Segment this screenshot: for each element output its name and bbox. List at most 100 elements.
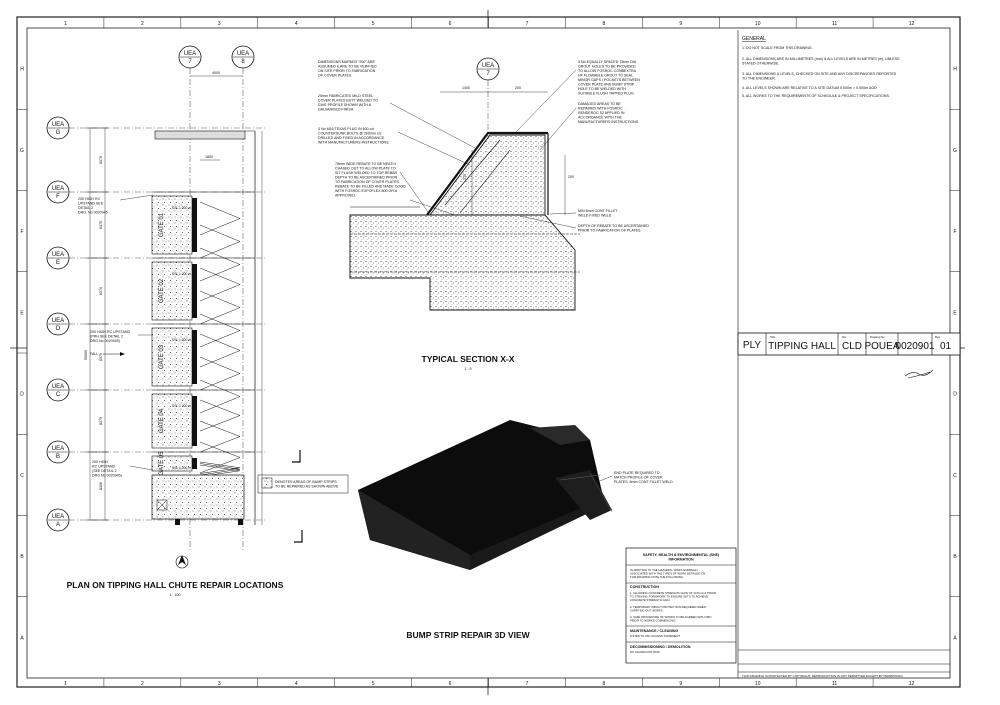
border-col-label-bottom: 9 [679, 681, 682, 687]
border-row-label-left: G [20, 148, 24, 154]
svg-text:UEA: UEA [52, 186, 64, 192]
svg-text:A: A [56, 522, 60, 528]
svg-text:UEA: UEA [52, 122, 64, 128]
general-note-4: 4. ALL LEVELS SHOWN ARE RELATIVE TO A SI… [742, 86, 877, 90]
border-row-label-left: D [20, 392, 24, 398]
plan-view: UEA 7 UEA 8 4000 UEAGUEAFUEAEUEADUEACUEA… [46, 45, 349, 597]
svg-text:F: F [56, 194, 60, 200]
gate-label: GATE 03 [159, 344, 165, 369]
svg-text:7: 7 [486, 71, 490, 77]
title-block: Title Dis Drawing No Rev PLY TIPPING HAL… [737, 30, 961, 678]
general-note-2: 2. ALL DIMENSIONS ARE IN MILLIMETRES (mm… [742, 57, 900, 66]
section-dim-2: 200 [515, 86, 521, 90]
plan-total-dimension: 50000 [84, 350, 88, 360]
signature-mark [904, 369, 934, 379]
border-col-label-top: 4 [295, 21, 298, 27]
ssl-label: SSL 1.000 m [172, 206, 191, 210]
she-construction-2: 2. TEMPORARY IMPACT PROTECTION REQUIRED … [630, 605, 706, 613]
border-row-label-right: F [953, 229, 956, 235]
svg-text:B: B [56, 454, 60, 460]
north-arrow-icon [175, 555, 189, 569]
border-col-label-bottom: 6 [449, 681, 452, 687]
border-row-label-left: A [20, 635, 24, 641]
svg-text:G: G [56, 130, 61, 136]
top-dimension: 4000 [212, 71, 220, 75]
border-row-label-right: E [953, 310, 957, 316]
general-notes: GENERAL 1. DO NOT SCALE FROM THIS DRAWIN… [742, 36, 900, 98]
she-maintenance-text: LISTED TO ANY ACCESS STATEMENT [630, 634, 680, 638]
plan-dimension: 8375 [99, 221, 103, 229]
fall-label: FALL [90, 352, 98, 356]
general-heading: GENERAL [742, 36, 766, 42]
svg-text:1800: 1800 [205, 155, 213, 159]
section-scale: 1 : 5 [465, 367, 472, 371]
border-col-label-top: 10 [755, 21, 761, 27]
she-box: SAFETY, HEALTH & ENVIRONMENTAL (SHE)INFO… [625, 547, 737, 664]
border-col-label-bottom: 8 [602, 681, 605, 687]
svg-text:UEA: UEA [482, 63, 494, 69]
border-col-label-bottom: 4 [295, 681, 298, 687]
she-construction-heading: CONSTRUCTION [630, 585, 659, 589]
border-col-label-top: 8 [602, 21, 605, 27]
border-row-label-right: H [953, 67, 957, 73]
ssl-label: SSL 1.000 m [172, 338, 191, 342]
border-row-label-left: H [20, 67, 24, 73]
plan-dimension: 8375 [99, 353, 103, 361]
title-drawing-number: 0020901 [896, 341, 935, 352]
section-title: TYPICAL SECTION X-X [422, 354, 515, 364]
she-construction-1: 1. ALLOWING CONCRETE STRENGTH GAIN OF 10… [630, 591, 716, 602]
general-note-1: 1. DO NOT SCALE FROM THIS DRAWING. [742, 46, 813, 50]
border-row-label-left: E [20, 310, 24, 316]
svg-text:UEA: UEA [52, 446, 64, 452]
code-field-label: Drawing No [870, 335, 885, 339]
svg-text:200: 200 [568, 175, 574, 179]
svg-text:UEA: UEA [52, 252, 64, 258]
plan-dimension: 8300 [99, 482, 103, 490]
grid-bubble-uea-7-section: UEA 7 [476, 57, 500, 81]
gate-label: GATE 01 [159, 212, 165, 237]
svg-text:UEA: UEA [52, 384, 64, 390]
border-col-label-top: 9 [679, 21, 682, 27]
ssl-label: SSL 1.000 m [172, 466, 191, 470]
border-col-label-bottom: 10 [755, 681, 761, 687]
border-col-label-top: 11 [832, 21, 837, 27]
svg-text:UEA: UEA [52, 318, 64, 324]
rev-field-label: Rev [935, 335, 941, 339]
plan-dimension: 8370 [99, 156, 103, 164]
border-col-label-top: 1 [64, 21, 67, 27]
title-drawing-title: TIPPING HALL [768, 341, 836, 352]
she-maintenance-heading: MAINTENANCE / CLEANING [630, 629, 679, 633]
svg-text:UEA: UEA [237, 51, 249, 57]
border-col-label-bottom: 3 [218, 681, 221, 687]
border-col-label-bottom: 2 [141, 681, 144, 687]
border-col-label-bottom: 7 [526, 681, 529, 687]
border-col-label-bottom: 11 [832, 681, 837, 687]
tipping-bay: GATE 01 SSL 1.000 m [151, 191, 255, 282]
she-construction-3: 3. SAFE PROCEDURE OF WORKS TO BE AGREED … [630, 615, 712, 623]
border-col-label-top: 5 [372, 21, 375, 27]
section-dim-1: 1400 [462, 86, 470, 90]
border-col-label-top: 12 [909, 21, 915, 27]
grid-bubble-left: UEA B [46, 440, 265, 464]
border-col-label-bottom: 1 [64, 681, 67, 687]
section-view: UEA 7 1400 200 200 375 DIMENSIONS MARKED… [318, 57, 649, 371]
